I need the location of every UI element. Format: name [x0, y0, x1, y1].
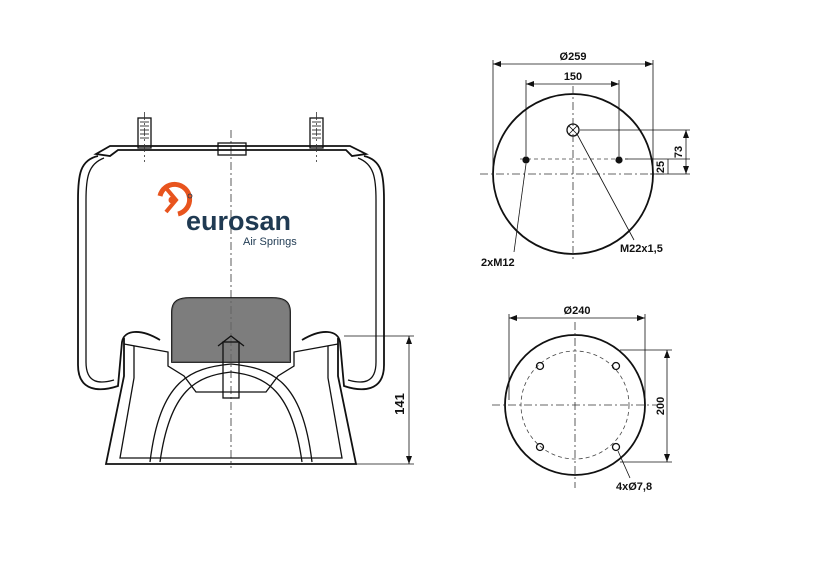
offset-73-label: 73	[673, 146, 685, 158]
bump-stop-fill	[172, 298, 290, 362]
center-bolt-head	[217, 335, 245, 347]
bellow-left-inner	[85, 157, 115, 383]
top-plate-view: Ø259 150 25 73 2xM12 M22x1,5	[480, 51, 690, 269]
piston-inner-wall	[119, 346, 343, 459]
piston-top-ring	[123, 343, 339, 393]
stud-hole-left	[522, 156, 530, 164]
offset-25-label: 25	[655, 161, 667, 173]
hole-circle-label: 200	[655, 397, 667, 415]
piston-dome	[149, 363, 313, 463]
bellow-right-outline	[301, 155, 385, 391]
bellow-left-outline	[77, 155, 161, 391]
bottom-plate-diameter-label: Ø240	[564, 305, 591, 317]
holes-leader	[617, 450, 631, 479]
dim-200-arrow-bottom	[664, 454, 670, 462]
brand-name: eurosan	[186, 206, 291, 236]
right-stud	[309, 112, 324, 162]
dim-240-arrow-left	[509, 315, 517, 321]
studs-leader	[513, 163, 527, 253]
center-bolt	[222, 341, 240, 399]
holes-label: 4xØ7,8	[616, 481, 652, 493]
air-inlet-cross-b	[568, 125, 578, 135]
air-inlet-leader	[576, 133, 635, 241]
piston-dome-inner	[159, 371, 303, 463]
top-bead-plate	[93, 145, 369, 157]
dim-240-arrow-right	[637, 315, 645, 321]
mount-hole-bottom-right	[611, 442, 621, 452]
dim-73-arrow-bottom	[683, 166, 689, 174]
mount-hole-top-right	[611, 361, 621, 371]
bellow-right-inner	[347, 157, 377, 383]
mount-hole-bottom-left	[535, 442, 545, 452]
air-spring-side-view: 141	[77, 112, 414, 468]
mount-hole-top-left	[535, 361, 545, 371]
stud-spacing-label: 150	[564, 71, 582, 83]
air-inlet-label: M22x1,5	[620, 243, 663, 255]
dim-259-arrow-right	[645, 61, 653, 67]
bottom-plate-view: Ø240 200 4xØ7,8	[492, 305, 672, 493]
left-stud	[137, 112, 152, 162]
top-plate-diameter-label: Ø259	[560, 51, 587, 63]
brand-logo: eurosan Air Springs	[157, 181, 297, 248]
dim-150-arrow-left	[526, 81, 534, 87]
studs-label: 2xM12	[481, 257, 515, 269]
air-inlet-boss	[217, 142, 247, 156]
dim-150-arrow-right	[611, 81, 619, 87]
brand-mark-icon	[157, 181, 193, 217]
dim-73-arrow-top	[683, 130, 689, 138]
dim-200-arrow-top	[664, 350, 670, 358]
stud-hole-right	[615, 156, 623, 164]
piston-outline	[104, 338, 358, 465]
dim-141-arrow-bottom	[406, 456, 412, 464]
dim-141-arrow-top	[406, 336, 412, 344]
height-dimension-label: 141	[392, 393, 407, 415]
dim-259-arrow-left	[493, 61, 501, 67]
brand-tagline: Air Springs	[243, 236, 297, 248]
air-inlet-hole	[566, 123, 580, 137]
